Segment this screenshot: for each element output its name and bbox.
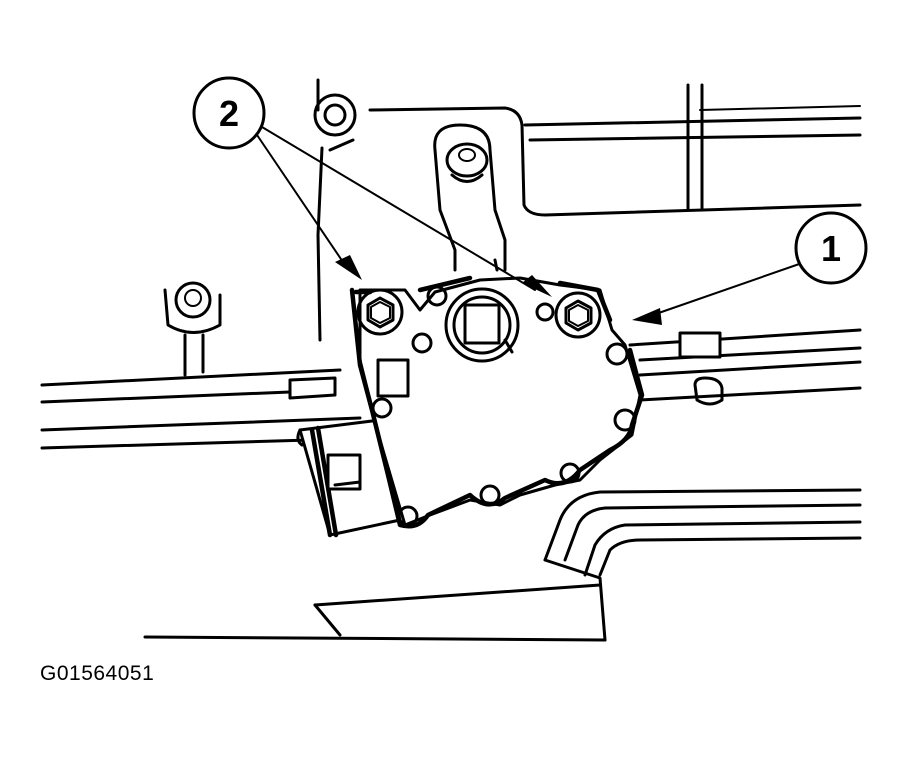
sensor-connector [296,418,402,538]
callout-1: 1 [794,211,868,285]
leader-lines [254,126,806,325]
bolt-right [554,291,602,339]
figure-id: G01564051 [40,662,155,685]
transmission-case-upper [313,78,862,342]
bolt-left [356,288,404,336]
right-rails [628,328,862,406]
manual-shaft-rails [40,281,362,450]
oil-pan-edge [143,488,862,642]
callout-2: 2 [192,76,266,150]
callout-1-label: 1 [821,228,841,269]
range-sensor-housing [349,258,645,529]
callout-2-label: 2 [219,93,239,134]
